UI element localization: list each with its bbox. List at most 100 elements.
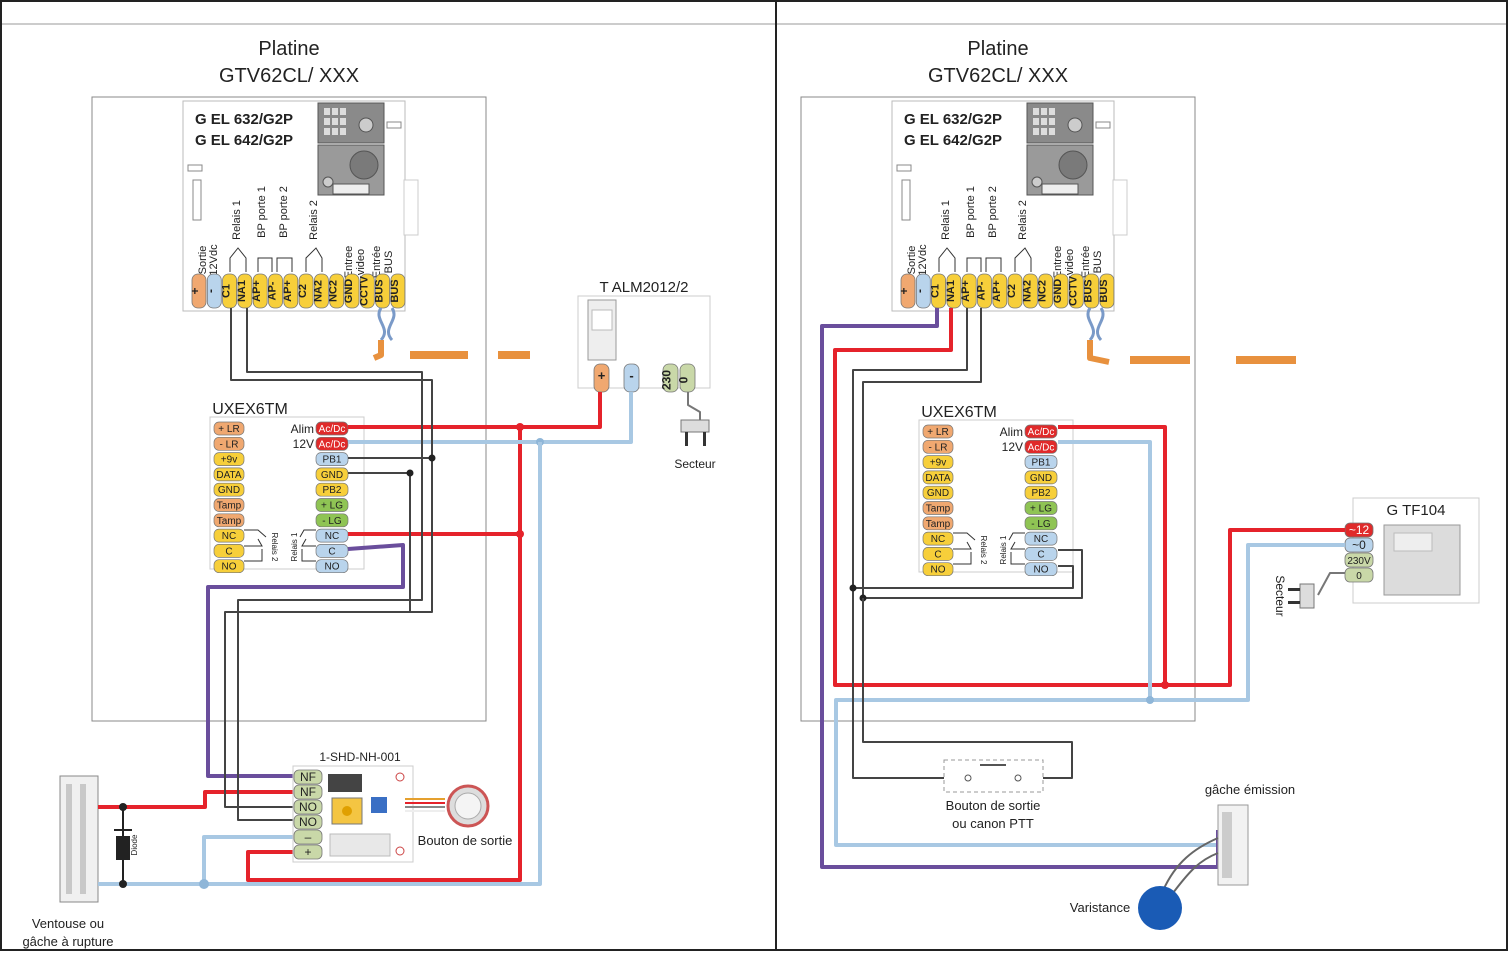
terminal-label: NA1 [236,280,248,302]
uxex-right-label: NC [325,531,339,542]
relay-symbol [953,532,976,541]
relay-symbol [244,538,263,547]
uxex-name: UXEX6TM [921,404,997,421]
mains-plug [1299,583,1315,609]
platine-model: GTV62CL/ XXX [928,65,1068,87]
label-relais1: Relais 1 [231,200,243,240]
uxex-right-terminal [315,513,349,528]
keypad-key [340,118,346,125]
junction-gray [406,469,414,477]
keypad-key [332,108,338,115]
uxex-right-label: Ac/Dc [319,424,346,435]
bp1-symbol [257,257,273,272]
label-relais2: Relais 2 [308,200,320,240]
uxex-right-terminal [315,544,349,558]
uxex-left-terminal [922,547,954,561]
label-relais1: Relais 1 [940,200,952,240]
ventouse-stripe [80,784,86,894]
camera-lens [358,117,374,133]
uxex-left-label: GND [927,488,949,499]
uxex-right-label: - LG [1031,519,1051,530]
blue-wire-12v [1058,440,1152,700]
relay-symbol [244,549,263,562]
button-contact [964,774,972,782]
terminal-BUS [1084,273,1099,309]
relay-symbol [301,549,316,562]
speaker-grille [1058,150,1088,180]
shd-terminal [293,814,323,830]
speaker-grille [349,150,379,180]
bus-wire [372,340,384,361]
bus-twisted-pair [1086,307,1105,342]
varistance-lead [1161,837,1219,894]
uxex-left-terminal [213,513,245,528]
keypad-key [332,128,338,135]
terminal-AP+ [252,273,268,309]
blue-wire-main [834,543,1345,847]
shd-relay [328,774,362,792]
uxex-right-label: PB1 [323,455,342,466]
terminal-label: BUS [389,279,401,302]
relay-symbol [953,552,972,565]
uxex-name: UXEX6TM [212,401,288,418]
uxex-right-label: Ac/Dc [1028,442,1055,453]
uxex-right-terminal [315,498,349,512]
uxex-left-label: NC [931,534,945,545]
bp2-symbol [985,257,1002,272]
terminal-C2 [1007,273,1023,309]
keypad-key [324,108,330,115]
uxex-left-label: Tamp [926,519,951,530]
terminal-+ [191,273,207,309]
terminal-AP+ [283,273,299,309]
name-label [1041,183,1079,195]
terminal-label: C1 [930,284,942,298]
terminal-label: + [188,287,202,294]
keypad-key [324,128,330,135]
relay-symbol [244,529,267,538]
platine-title: Platine [967,38,1028,60]
terminal-- [206,273,222,309]
relay1-symbol [938,247,956,272]
uxex-right-terminal [1024,439,1058,454]
uxex-right-terminal [1024,562,1058,577]
plug-pin [1288,601,1300,604]
red-wire-alim [1058,425,1167,685]
psu-terminal-label: 230 [660,370,674,390]
psu-terminal [662,363,679,393]
connector [192,179,202,221]
terminal-CCTV [1068,273,1084,309]
uxex-left-terminal [213,436,245,451]
terminal-label: C2 [1006,284,1018,298]
relay-symbol [1010,552,1025,565]
uxex-right-label: Ac/Dc [1028,427,1055,438]
terminal-AP+ [961,273,977,309]
terminal-label: AP+ [251,280,263,302]
uxex-right-terminal [315,467,349,482]
uxex-right-label: NO [325,562,340,573]
plug-pin [1288,588,1300,591]
red-wire-ventouse [123,790,297,809]
uxex-left-label: DATA [925,473,951,484]
uxex-right-label: C [328,546,335,557]
uxex-left-terminal [922,485,954,500]
terminal-label: BUS [374,279,386,302]
uxex-right-terminal [1024,516,1058,531]
relay1-symbol [229,247,247,272]
name-label [332,183,370,195]
bus-twisted-pair [377,307,396,342]
label-12vdc: 12Vdc [208,244,220,276]
secteur-label: Secteur [674,457,715,471]
uxex-12v: 12V [1002,440,1023,454]
psu-terminal-label: - [629,368,633,383]
connector [901,179,911,221]
exit-button-face [454,792,482,820]
uxex-left-label: +9v [221,455,237,466]
uxex-right-label: + LG [321,501,343,512]
terminal-NC2 [1038,273,1054,309]
terminal-label: - [912,289,926,293]
relay-symbol [953,541,972,550]
shd-terminal [293,844,323,860]
relay2-symbol [305,247,323,272]
secteur-label: Secteur [1273,575,1287,616]
